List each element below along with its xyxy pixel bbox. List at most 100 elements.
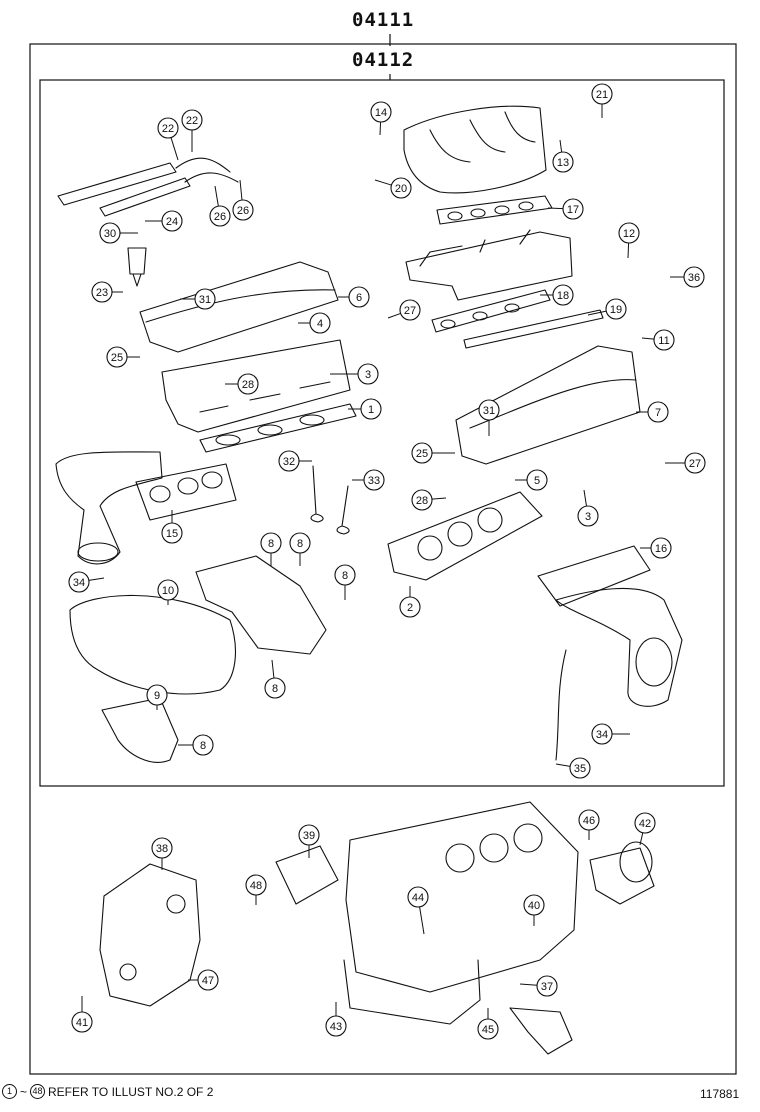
- callout-21: 21: [591, 83, 613, 118]
- callout-42: 42: [634, 812, 656, 846]
- callout-number: 8: [297, 538, 303, 550]
- callout-30: 30: [99, 222, 138, 244]
- callout-number: 41: [76, 1017, 88, 1029]
- callout-number: 28: [416, 495, 428, 507]
- callout-8: 8: [178, 734, 214, 756]
- callout-leader-line: [583, 489, 587, 507]
- callout-31: 31: [478, 399, 500, 436]
- callout-number: 30: [104, 228, 116, 240]
- callout-circle: [197, 969, 219, 991]
- callout-leader-line: [587, 310, 607, 316]
- callout-circle: [161, 210, 183, 232]
- water-pump-drawing: [275, 845, 339, 905]
- callout-circle: [605, 298, 627, 320]
- callout-number: 26: [214, 211, 226, 223]
- callout-circle: [99, 222, 121, 244]
- callout-circle: [260, 532, 282, 554]
- callout-number: 26: [237, 205, 249, 217]
- injector-drawing: [127, 247, 147, 287]
- callout-number: 31: [199, 294, 211, 306]
- callout-number: 12: [623, 228, 635, 240]
- callout-15: 15: [161, 510, 183, 544]
- callout-circle: [309, 312, 331, 334]
- callout-circle: [578, 809, 600, 831]
- callout-circle: [348, 286, 370, 308]
- callout-number: 5: [534, 475, 540, 487]
- callout-circle: [146, 684, 168, 706]
- footnote-tilde: ~: [20, 1084, 28, 1099]
- callout-leader-line: [374, 179, 392, 186]
- outer-frame: [29, 43, 737, 1075]
- callout-number: 14: [375, 107, 387, 119]
- callout-number: 23: [96, 287, 108, 299]
- callout-number: 3: [365, 369, 371, 381]
- callout-circle: [370, 101, 392, 123]
- exhaust-manifold-right-drawing: [537, 545, 683, 707]
- callout-number: 27: [689, 458, 701, 470]
- callout-leader-line: [387, 312, 401, 319]
- plenum-drawing: [405, 229, 573, 301]
- callout-circle: [390, 177, 412, 199]
- dipstick-tube-drawing: [555, 649, 567, 761]
- callout-leader-line: [547, 207, 564, 210]
- callout-33: 33: [352, 469, 385, 491]
- manifold-gasket-strip-drawing: [431, 289, 604, 349]
- callout-circle: [334, 564, 356, 586]
- footnote-text: REFER TO ILLUST NO.2 OF 2: [48, 1084, 214, 1099]
- callout-number: 25: [111, 352, 123, 364]
- callout-37: 37: [519, 975, 558, 997]
- callout-circle: [245, 874, 267, 896]
- exhaust-gasket-left-drawing: [135, 463, 237, 521]
- callout-28: 28: [411, 489, 447, 511]
- callout-3: 3: [330, 363, 379, 385]
- callout-leader-line: [214, 185, 219, 207]
- callout-circle: [683, 266, 705, 288]
- callout-number: 40: [528, 900, 540, 912]
- callout-38: 38: [151, 837, 173, 870]
- callout-number: 19: [610, 304, 622, 316]
- callout-number: 35: [574, 763, 586, 775]
- callout-circle: [411, 442, 433, 464]
- callout-number: 32: [283, 456, 295, 468]
- callout-number: 13: [557, 157, 569, 169]
- callout-23: 23: [91, 281, 123, 303]
- callout-2: 2: [399, 586, 421, 618]
- callout-3: 3: [577, 489, 599, 527]
- callout-circle: [653, 329, 675, 351]
- callout-number: 38: [156, 843, 168, 855]
- callout-number: 44: [412, 892, 424, 904]
- callout-number: 46: [583, 815, 595, 827]
- callout-circle: [278, 450, 300, 472]
- callout-circle: [591, 723, 613, 745]
- callout-number: 34: [596, 729, 608, 741]
- callout-circle: [71, 1011, 93, 1033]
- callout-circle: [181, 109, 203, 131]
- callout-27: 27: [387, 299, 421, 321]
- callout-48: 48: [245, 874, 267, 905]
- callout-circle: [357, 363, 379, 385]
- figure-number: 117881: [700, 1087, 740, 1101]
- callout-circle: [325, 1015, 347, 1037]
- callout-circle: [264, 677, 286, 699]
- valves-drawing: [310, 465, 350, 535]
- lower-timing-cover-drawing: [101, 697, 179, 763]
- callout-number: 1: [368, 404, 374, 416]
- callout-circle: [399, 299, 421, 321]
- callout-31: 31: [180, 288, 216, 310]
- callout-number: 6: [356, 292, 362, 304]
- callout-32: 32: [278, 450, 312, 472]
- callout-circle: [684, 452, 706, 474]
- callout-28: 28: [225, 373, 259, 395]
- callout-number: 4: [317, 318, 323, 330]
- callout-number: 47: [202, 975, 214, 987]
- callout-13: 13: [552, 139, 574, 173]
- intake-gasket-drawing: [436, 195, 553, 225]
- callout-10: 10: [157, 579, 179, 605]
- callout-leader-line: [627, 242, 630, 259]
- timing-belt-cover-drawing: [69, 555, 327, 695]
- callout-leader-line: [170, 137, 179, 161]
- callout-43: 43: [325, 1002, 347, 1037]
- callout-leader-line: [559, 139, 563, 153]
- part-drawings: [55, 105, 683, 1055]
